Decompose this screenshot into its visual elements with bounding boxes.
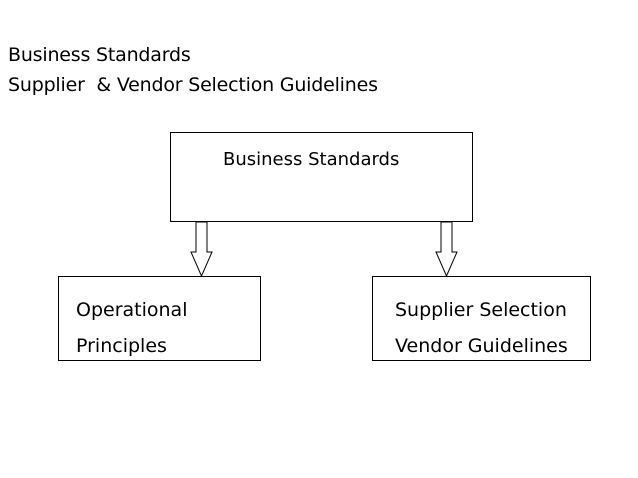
- right-box: Supplier Selection Vendor Guidelines: [372, 276, 591, 361]
- down-arrow-left: [190, 221, 213, 278]
- right-box-line-1: Supplier Selection: [395, 299, 567, 321]
- left-box: Operational Principles: [58, 276, 261, 361]
- top-box: Business Standards: [170, 132, 473, 222]
- right-box-text: Supplier Selection Vendor Guidelines: [395, 292, 568, 364]
- top-box-label: Business Standards: [223, 149, 400, 170]
- right-box-line-2: Vendor Guidelines: [395, 335, 568, 357]
- title-line-1: Business Standards: [8, 44, 191, 66]
- left-box-line-2: Principles: [76, 335, 167, 357]
- title-line-2: Supplier & Vendor Selection Guidelines: [8, 74, 378, 96]
- down-arrow-right: [435, 221, 458, 278]
- left-box-text: Operational Principles: [76, 292, 187, 364]
- slide-title: Business Standards Supplier & Vendor Sel…: [8, 40, 378, 100]
- left-box-line-1: Operational: [76, 299, 188, 321]
